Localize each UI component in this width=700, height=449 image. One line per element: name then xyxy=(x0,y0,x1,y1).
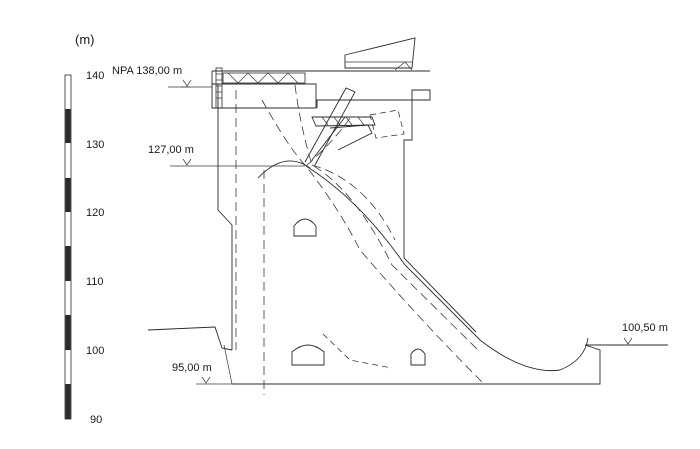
lower-hidden-line xyxy=(322,333,393,369)
level-tailwater-arrow xyxy=(623,337,633,345)
scale-bar-segment xyxy=(65,246,71,281)
pier-cap xyxy=(411,89,431,101)
scale-tick-label: 140 xyxy=(86,70,104,82)
scale-tick-label: 130 xyxy=(86,139,104,151)
galleries xyxy=(291,218,426,366)
foundation-line xyxy=(232,344,668,385)
scale-tick-label: 110 xyxy=(86,276,104,288)
gantry-ladder xyxy=(215,67,223,109)
scale-bar-segment xyxy=(65,384,71,419)
scale-bar-segment xyxy=(65,109,71,143)
gantry-truss xyxy=(227,72,299,84)
dam-body xyxy=(211,37,589,372)
gate-hoist-truss xyxy=(321,116,365,126)
level-tailwater-label: 100,50 m xyxy=(622,322,668,334)
upstream-foundation-slope xyxy=(223,344,233,385)
scale-unit-label: (m) xyxy=(75,32,95,47)
level-foundation: 95,00 m xyxy=(172,362,232,385)
lower-gallery-right xyxy=(410,348,426,366)
elevation-scale: (m) 140 130 120 110 100 90 xyxy=(64,32,104,426)
upstream-ground-line xyxy=(147,326,233,351)
gate-open-outline xyxy=(369,109,405,139)
upper-gallery xyxy=(293,218,317,237)
terrain xyxy=(147,326,668,385)
gate-leaf xyxy=(329,124,373,151)
level-crest-label: 127,00 m xyxy=(148,144,194,156)
deck-slab xyxy=(211,83,317,109)
gate-hoist-beam xyxy=(311,116,376,127)
level-npa-arrow xyxy=(182,79,192,87)
jet-trajectory xyxy=(311,164,396,241)
level-npa-label: NPA 138,00 m xyxy=(112,65,182,77)
pier-downstream xyxy=(316,99,477,333)
level-tailwater: 100,50 m xyxy=(598,322,668,346)
roof-detail xyxy=(394,61,413,71)
scale-tick-label: 90 xyxy=(90,414,102,426)
control-house xyxy=(344,37,416,69)
level-foundation-arrow xyxy=(201,376,211,384)
spillway-chute xyxy=(305,165,589,372)
hidden-lines xyxy=(235,84,486,395)
gantry-beam xyxy=(222,72,306,84)
drawdown-curve xyxy=(261,99,486,386)
level-npa: NPA 138,00 m xyxy=(112,65,212,88)
radial-gate xyxy=(304,87,405,166)
spillway-crest xyxy=(257,160,311,179)
level-crest-arrow xyxy=(182,158,192,166)
scale-tick-label: 120 xyxy=(86,207,104,219)
level-foundation-label: 95,00 m xyxy=(172,362,212,374)
lower-gallery-left xyxy=(291,344,325,366)
scale-bar-segment xyxy=(65,315,71,350)
scale-bar-segment xyxy=(65,178,71,212)
upstream-face xyxy=(217,84,233,350)
gate-arm xyxy=(304,87,356,166)
scale-tick-label: 100 xyxy=(86,345,104,357)
level-crest: 127,00 m xyxy=(148,144,305,167)
gate-strut xyxy=(311,116,346,161)
gantry-crane xyxy=(215,67,306,109)
nappe-upper-curve xyxy=(294,84,481,353)
gate-swing-arc xyxy=(305,117,351,167)
gantry-ladder-rungs xyxy=(216,73,222,99)
